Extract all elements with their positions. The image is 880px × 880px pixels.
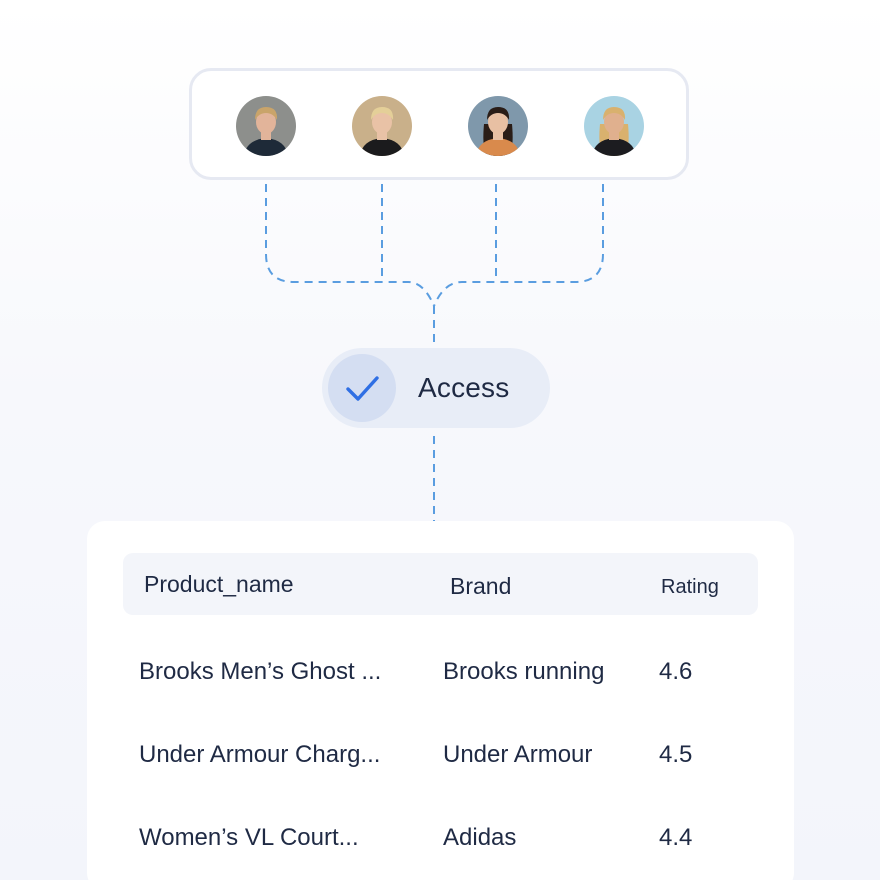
user-avatar[interactable] [352, 96, 412, 156]
cell-brand: Under Armour [443, 741, 593, 768]
cell-brand: Brooks running [443, 658, 605, 685]
cell-rating: 4.6 [659, 658, 693, 685]
cell-brand: Adidas [443, 824, 517, 851]
cell-product-name: Women’s VL Court... [139, 824, 359, 851]
cell-rating: 4.5 [659, 741, 693, 768]
table-row[interactable]: Women’s VL Court... Adidas 4.4 [87, 823, 794, 863]
access-label: Access [418, 372, 510, 403]
user-avatar[interactable] [468, 96, 528, 156]
column-header-product-name[interactable]: Product_name [144, 571, 294, 597]
column-header-rating[interactable]: Rating [661, 576, 719, 598]
table-header: Product_name Brand Rating [123, 553, 758, 615]
access-badge: Access [322, 348, 550, 428]
cell-product-name: Under Armour Charg... [139, 741, 381, 768]
table-row[interactable]: Under Armour Charg... Under Armour 4.5 [87, 740, 794, 780]
cell-rating: 4.4 [659, 824, 693, 851]
user-avatar[interactable] [236, 96, 296, 156]
check-icon [328, 354, 396, 422]
cell-product-name: Brooks Men’s Ghost ... [139, 658, 382, 685]
users-card [189, 68, 689, 180]
column-header-brand[interactable]: Brand [450, 573, 512, 599]
user-avatar[interactable] [584, 96, 644, 156]
products-table: Product_name Brand Rating Brooks Men’s G… [87, 521, 794, 880]
table-row[interactable]: Brooks Men’s Ghost ... Brooks running 4.… [87, 657, 794, 697]
